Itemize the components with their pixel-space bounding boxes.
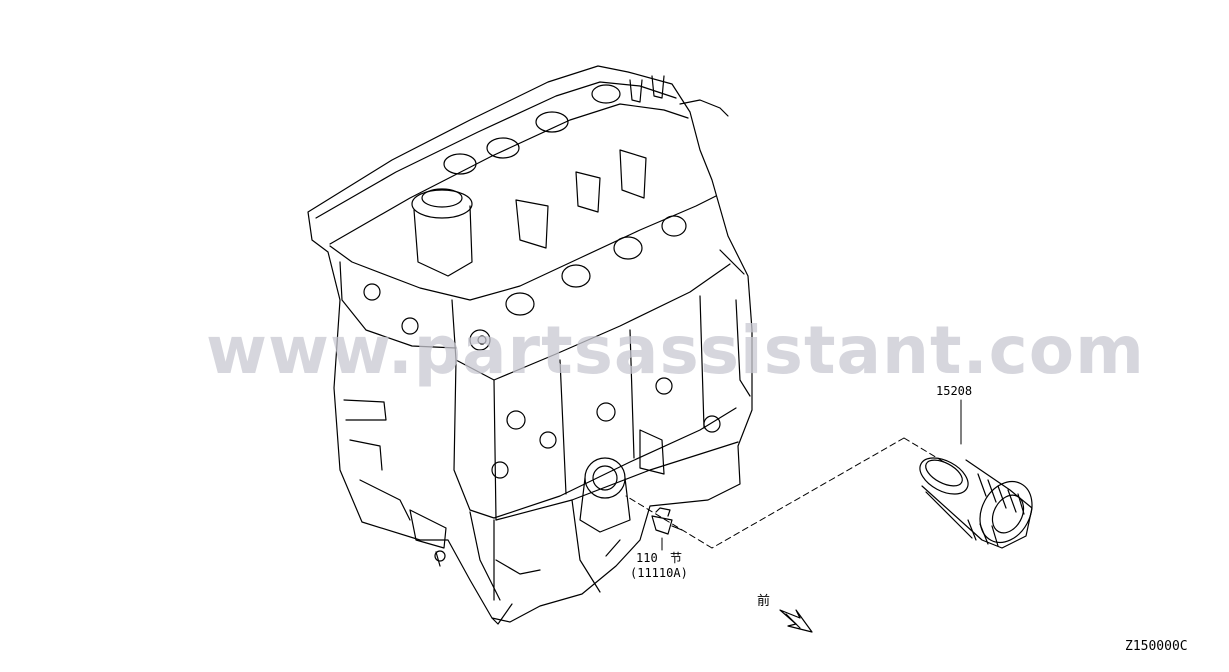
drain-plug-callout-mark: 节 [670, 551, 683, 565]
engine-assembly-drawing [307, 65, 753, 625]
front-mark-label: 前 [757, 594, 771, 609]
drain-plug-callout-number[interactable]: 110 [636, 551, 658, 565]
filter-dashed-line-end [903, 437, 945, 463]
oil-filter-drawing [919, 457, 1033, 549]
leader-lines [625, 399, 962, 551]
front-direction-arrow [779, 609, 813, 633]
drain-plug-drawing [651, 507, 683, 535]
filter-dashed-line [711, 437, 905, 549]
diagram-code: Z150000C [1125, 639, 1188, 654]
filter-dashed-line-to-block [625, 495, 713, 549]
oil-filter-callout[interactable]: 15208 [936, 384, 973, 398]
drain-plug-callout-ref[interactable]: (11110A) [630, 566, 688, 580]
